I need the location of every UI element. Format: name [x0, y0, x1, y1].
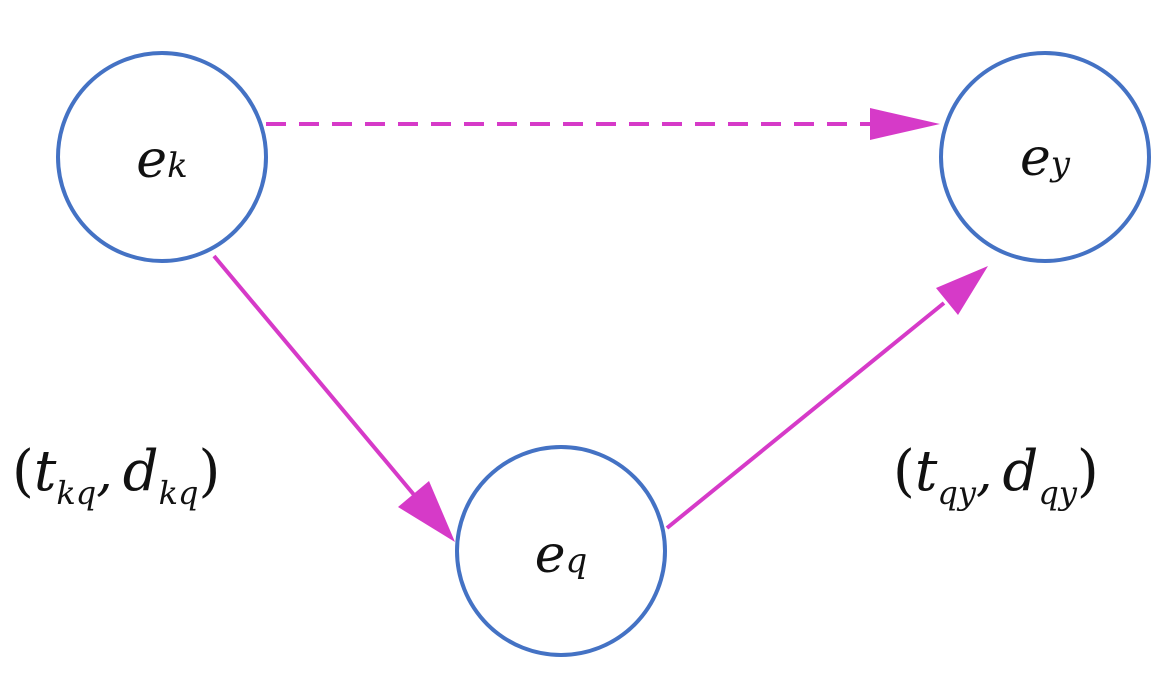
- label-kq-t: t: [34, 439, 57, 504]
- node-ey-base: e: [1020, 128, 1051, 188]
- node-ek-sub: k: [167, 146, 188, 186]
- node-eq-sub: q: [566, 541, 588, 581]
- label-qy-d-sub: qy: [1038, 474, 1077, 512]
- arrowhead-q-to-y: [936, 266, 988, 315]
- label-qy-comma: ,: [976, 443, 993, 503]
- edge-label-qy: (tqy,dqy): [893, 439, 1099, 512]
- node-ek-base: e: [136, 130, 167, 190]
- edge-label-kq: (tkq,dkq): [12, 439, 220, 512]
- label-kq-d: d: [123, 439, 159, 504]
- arrowhead-k-to-y: [870, 108, 940, 140]
- label-kq-d-sub: kq: [159, 474, 199, 512]
- arrowhead-k-to-q: [398, 481, 455, 542]
- node-ey: ey: [939, 51, 1151, 263]
- label-qy-d: d: [1002, 439, 1038, 504]
- label-qy-open: (: [893, 439, 915, 504]
- label-kq-open: (: [12, 439, 34, 504]
- edge-k-to-q: [212, 254, 455, 542]
- node-eq-base: e: [535, 525, 566, 585]
- label-kq-close: ): [199, 439, 221, 504]
- label-kq-comma: ,: [96, 443, 113, 503]
- edge-k-to-y: [266, 108, 940, 140]
- edge-q-to-y: [665, 266, 988, 530]
- svg-text:ey: ey: [1020, 128, 1071, 188]
- node-eq: eq: [455, 445, 667, 657]
- node-ey-sub: y: [1049, 144, 1071, 184]
- svg-text:ek: ek: [136, 130, 187, 190]
- label-qy-close: ): [1077, 439, 1099, 504]
- label-qy-t-sub: qy: [937, 474, 976, 512]
- label-kq-t-sub: kq: [56, 474, 96, 512]
- svg-text:eq: eq: [535, 525, 588, 585]
- label-qy-t: t: [915, 439, 938, 504]
- node-ek: ek: [56, 51, 268, 263]
